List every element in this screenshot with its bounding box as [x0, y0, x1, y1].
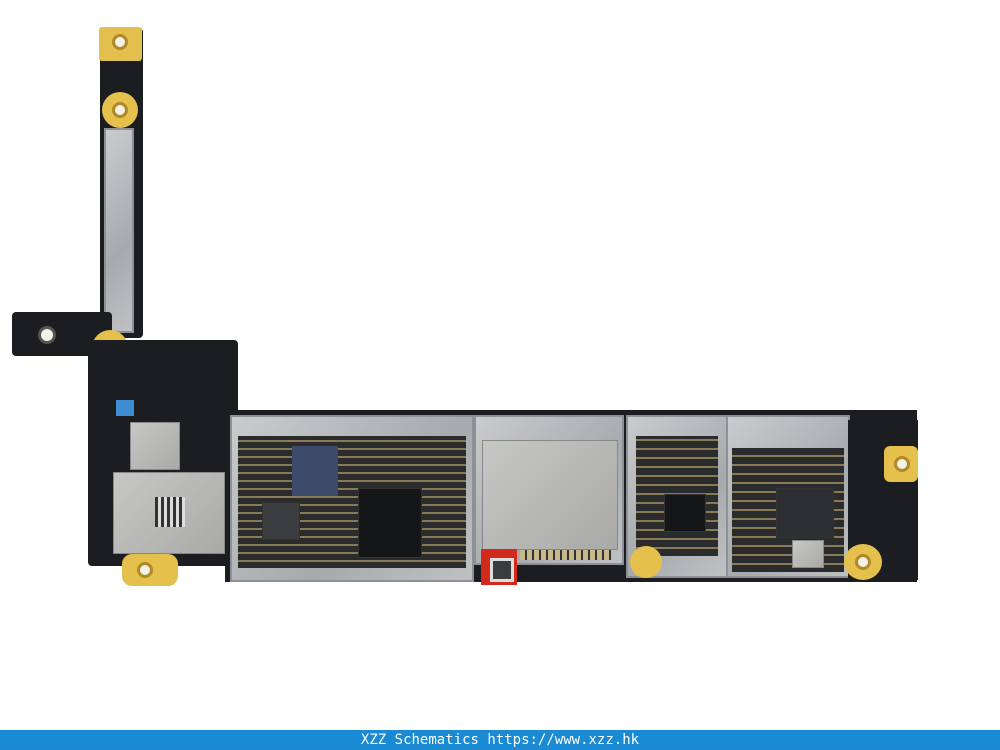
- chip: [664, 494, 706, 532]
- blue-component: [116, 400, 134, 416]
- small-metal-chip: [792, 540, 824, 568]
- chip: [262, 502, 300, 540]
- footer-text: XZZ Schematics https://www.xzz.hk: [360, 732, 640, 748]
- blue-chip: [292, 446, 338, 496]
- screw-hole: [112, 34, 128, 50]
- screw-pad: [630, 546, 662, 578]
- screw-hole: [112, 102, 128, 118]
- highlighted-component-marker: [481, 549, 517, 585]
- screw-hole: [894, 456, 910, 472]
- connector-pads: [520, 550, 612, 560]
- memory-chip: [482, 440, 618, 550]
- processor-chip: [358, 488, 422, 558]
- arm-shield: [104, 128, 134, 333]
- highlighted-component: [490, 558, 514, 582]
- screw-hole: [137, 562, 153, 578]
- qr-code: [155, 497, 185, 527]
- screw-hole: [38, 326, 56, 344]
- chip: [776, 488, 834, 538]
- small-metal-chip: [130, 422, 180, 470]
- footer-banner: XZZ Schematics https://www.xzz.hk: [0, 730, 1000, 750]
- screw-hole: [855, 554, 871, 570]
